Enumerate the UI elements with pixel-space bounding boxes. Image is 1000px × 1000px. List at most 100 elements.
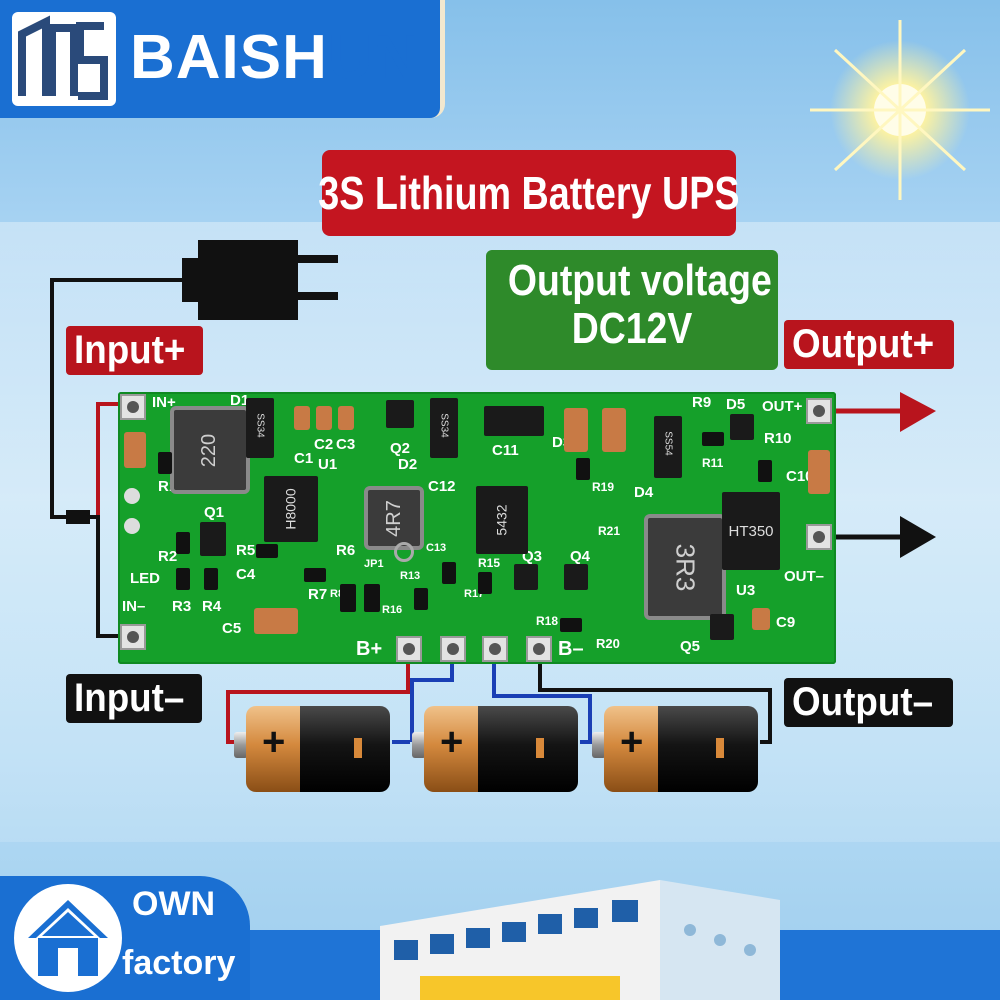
resistor [414,588,428,610]
pad-b1 [440,636,466,662]
resistor [304,568,326,582]
battery-1 [234,706,390,792]
pad-b-plus [396,636,422,662]
silk-r4: R4 [202,598,222,615]
inductor-3r3: 3R3 [644,514,726,620]
battery-2-plus: + [440,720,464,764]
transistor-q3 [514,564,538,590]
resistor [576,458,590,480]
silk-u1: U1 [318,456,338,473]
silk-r18: R18 [536,614,559,628]
resistor [176,568,190,590]
silk-r2: R2 [158,548,178,565]
resistor [204,568,218,590]
resistor [702,432,724,446]
silk-r10: R10 [764,430,792,447]
product-title: 3S Lithium Battery UPS [318,150,740,236]
footer-factory: factory [122,944,236,982]
silk-r11: R11 [702,456,724,470]
pad-in-plus [120,394,146,420]
silk-r3: R3 [172,598,192,615]
transistor-q5 [710,614,734,640]
output-minus-label: Output– [784,678,954,727]
silk-c13: C13 [426,542,447,554]
battery-2 [412,706,578,792]
wiring-diagram [50,240,936,744]
output-voltage-badge: Output voltage DC12V [486,250,778,370]
resistor [364,584,380,612]
silk-d2: D2 [398,456,418,473]
ic-5432: 5432 [476,486,528,554]
capacitor [124,432,146,468]
battery-1-plus: + [262,720,286,764]
silk-r19: R19 [592,480,615,494]
transistor-q1 [200,522,226,556]
inductor-4r7: 4R7 [364,486,424,550]
pad-b-minus [526,636,552,662]
capacitor [338,406,354,430]
logo-icon [18,15,108,100]
resistor [176,532,190,554]
silk-b-plus: B+ [356,638,383,660]
output-plus-label: Output+ [784,320,955,369]
ic-u1: H8000 [264,476,318,542]
resistor [478,572,492,594]
silk-c2: C2 [314,436,334,453]
battery-pack [234,706,758,792]
silk-jp1: JP1 [364,558,384,570]
silk-c10: C10 [786,468,814,485]
resistor [340,584,356,612]
silk-out-minus: OUT– [784,568,825,585]
capacitor [752,608,770,630]
ic-u3: HT350 [722,492,780,570]
diode-d3 [484,406,544,436]
diode-d4: SS54 [654,416,682,478]
silk-r7: R7 [308,586,328,603]
battery-3-plus: + [620,720,644,764]
diode-d1: SS34 [246,398,274,458]
silk-c1: C1 [294,450,314,467]
diode-d2: SS34 [430,398,458,458]
silk-c11: C11 [492,442,519,459]
transistor-q2 [386,400,414,428]
silk-d1: D1 [230,392,250,409]
ups-circuit-board: IN+ IN– OUT+ OUT– B+ B– LED D1 D2 D3 D4 … [118,392,836,664]
capacitor [808,450,830,494]
footer-own: OWN [132,885,216,923]
dc-plug-icon [198,240,298,320]
silk-q4: Q4 [570,548,591,565]
capacitor [564,408,588,452]
silk-c4: C4 [236,566,256,583]
battery-3 [592,706,758,792]
silk-out-plus: OUT+ [762,398,803,415]
output-minus-arrow-icon [900,516,936,558]
silk-r5: R5 [236,542,256,559]
silk-q2: Q2 [390,440,411,457]
jumper-jp1 [394,542,414,562]
resistor [256,544,278,558]
silk-r13: R13 [400,570,421,582]
silk-r6: R6 [336,542,356,559]
silk-c5: C5 [222,620,242,637]
capacitor [602,408,626,452]
inductor-220: 220 [170,406,250,494]
silk-q5: Q5 [680,638,701,655]
input-minus-label: Input– [66,674,202,723]
led-hole [124,518,140,534]
silk-led: LED [130,570,160,587]
resistor [158,452,172,474]
pad-out-plus [806,398,832,424]
capacitor [316,406,332,430]
transistor-d5 [730,414,754,440]
silk-c3: C3 [336,436,356,453]
brand-logo [12,12,116,106]
silk-r9: R9 [692,394,712,411]
sun-icon [810,20,990,200]
silk-c9: C9 [776,614,796,631]
silk-b-minus: B– [558,638,584,660]
silk-c12: C12 [428,478,456,495]
pad-b2 [482,636,508,662]
silk-r15: R15 [478,556,501,570]
house-icon [28,900,108,976]
silk-in-minus: IN– [122,598,146,615]
